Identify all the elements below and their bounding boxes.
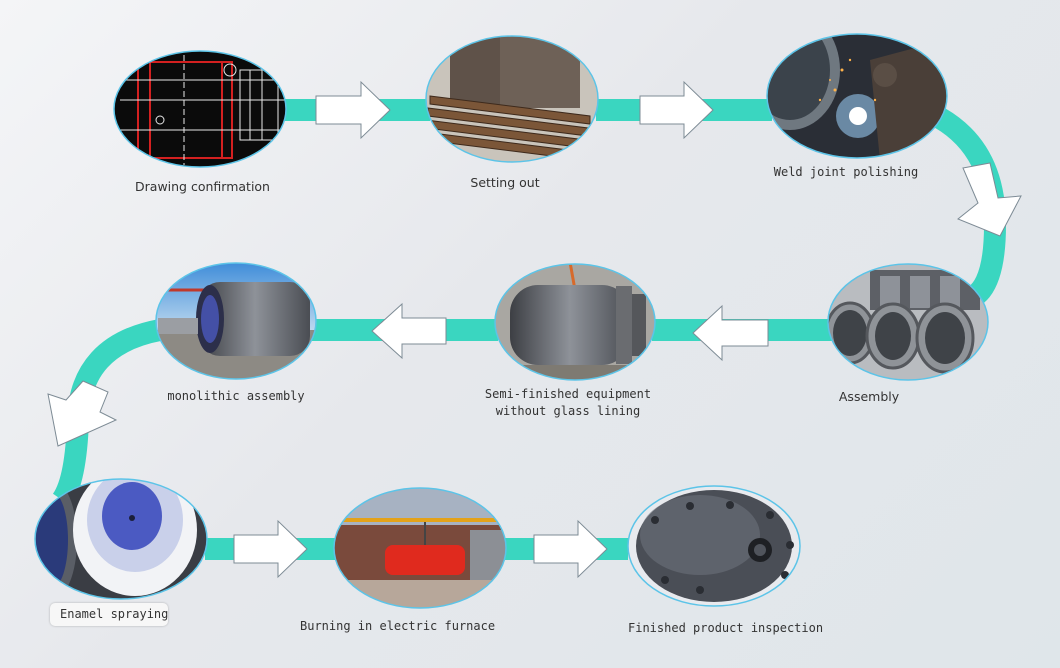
arrow-right-icon — [233, 519, 308, 579]
arrow-left-icon — [692, 304, 769, 362]
arrow-right-icon — [533, 519, 608, 579]
step-label-monolithic: monolithic assembly — [167, 389, 305, 403]
step-photo-semi-finished — [495, 264, 655, 380]
arrows — [47, 80, 1022, 579]
step-label-enamel: Enamel spraying — [50, 603, 168, 626]
step-photo-assembly — [828, 264, 988, 380]
step-photo-furnace — [334, 488, 506, 608]
step-photo-drawing — [114, 51, 286, 167]
step-label-finished: Finished product inspection — [628, 621, 824, 635]
arrow-down-left-icon — [47, 380, 118, 447]
step-label-setting-out: Setting out — [470, 175, 540, 190]
step-photo-welding — [767, 34, 947, 158]
step-photo-enamel — [35, 479, 207, 599]
step-label-semi-2: without glass lining — [495, 404, 641, 418]
step-photo-monolithic — [156, 263, 316, 379]
arrow-down-icon — [957, 162, 1022, 237]
arrow-right-icon — [639, 80, 714, 140]
step-label-assembly: Assembly — [838, 389, 900, 404]
step-label-semi-1: Semi-finished equipment — [484, 387, 652, 401]
step-label-burning: Burning in electric furnace — [300, 619, 496, 633]
step-photo-setting-out — [426, 36, 598, 162]
step-photo-finished — [628, 486, 800, 606]
arrow-right-icon — [315, 80, 391, 140]
step-label-weld: Weld joint polishing — [773, 165, 919, 179]
arrow-left-icon — [371, 302, 447, 360]
step-label-drawing: Drawing confirmation — [135, 179, 270, 194]
